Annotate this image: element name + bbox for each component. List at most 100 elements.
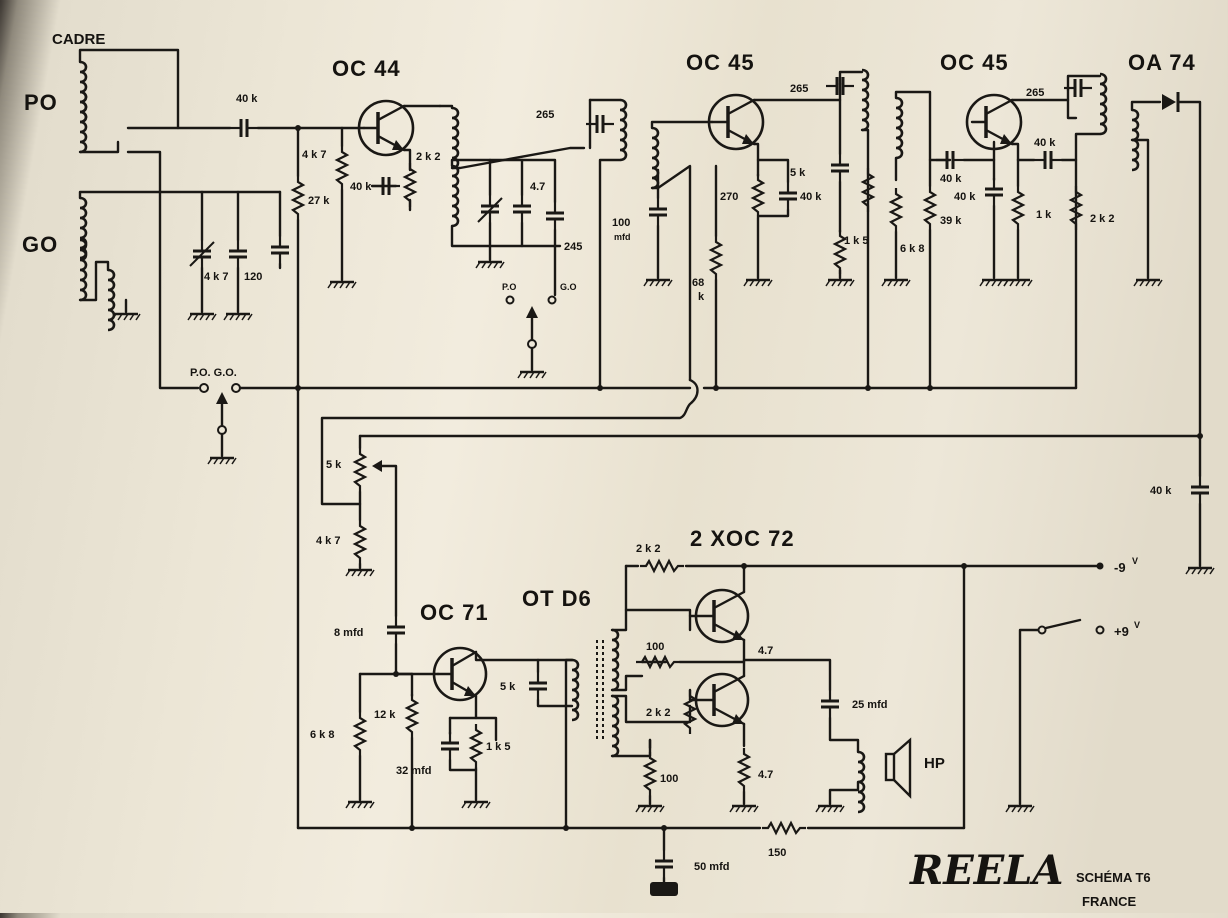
label-cadre: CADRE: [52, 31, 105, 48]
value-r-2k2-c: 2 k 2: [636, 543, 660, 555]
label-wave-switch: P.O. G.O.: [190, 367, 237, 379]
value-r-68k-unit: k: [698, 291, 705, 303]
value-c-4k7-var: 4 k 7: [204, 271, 228, 283]
bottom-bus: [296, 564, 966, 896]
driver-transformer: [527, 608, 692, 830]
value-r-2k2-d: 2 k 2: [646, 707, 670, 719]
detector-coil: [1130, 100, 1164, 288]
value-r-2k2-b: 2 k 2: [1090, 213, 1114, 225]
volume-potentiometer: [344, 433, 1203, 618]
if-transformer-3: [1062, 72, 1108, 390]
value-r-4-7-a: 4.7: [758, 645, 773, 657]
value-c-245: 245: [564, 241, 582, 253]
oscillator-coil: [438, 104, 586, 248]
value-c-8mfd: 8 mfd: [334, 627, 363, 639]
value-c-40k-e: 40 k: [954, 191, 976, 203]
loudspeaker-hp: [814, 688, 912, 814]
value-r-27k: 27 k: [308, 195, 330, 207]
value-r-100-a: 100: [646, 641, 664, 653]
ferrite-antenna-go: [78, 190, 282, 332]
value-r-12k: 12 k: [374, 709, 396, 721]
osc-cap-4-7: [511, 158, 533, 248]
label-supply-neg: -9 V: [1114, 556, 1138, 575]
if2-secondary: [880, 90, 996, 390]
transistor-oc45-2: [965, 88, 1078, 288]
tuning-capacitor-var: [186, 190, 218, 322]
transistor-oc71: [432, 646, 574, 810]
value-r-4k7-b: 4 k 7: [316, 535, 340, 547]
label-go: GO: [22, 232, 58, 257]
label-po: PO: [24, 90, 58, 115]
label-oc71: OC 71: [420, 600, 489, 625]
detector-filter-cap: [1184, 434, 1216, 576]
value-c-25mfd: 25 mfd: [852, 699, 887, 711]
value-pot-5k: 5 k: [326, 459, 342, 471]
supply-pos-value: +9: [1114, 624, 1129, 639]
value-c-100mfd: 100: [612, 217, 630, 229]
power-switch: [1004, 562, 1105, 814]
value-c-32mfd: 32 mfd: [396, 765, 431, 777]
if-transformer-2: [824, 68, 875, 390]
value-r-4-7-b: 4.7: [758, 769, 773, 781]
value-r-6k8-b: 6 k 8: [310, 729, 334, 741]
value-r-40k-a: 40 k: [350, 181, 372, 193]
value-c-50mfd: 50 mfd: [694, 861, 729, 873]
value-r-1k5-a: 1 k 5: [844, 235, 868, 247]
supply-neg-unit: V: [1132, 556, 1138, 566]
value-r-4k7-a: 4 k 7: [302, 149, 326, 161]
value-c-5k: 5 k: [500, 681, 516, 693]
output-transistors: [624, 559, 1102, 814]
value-r-100-b: 100: [660, 773, 678, 785]
osc-var-capacitor: [474, 158, 506, 270]
value-c-40k-d: 40 k: [940, 173, 962, 185]
value-c-in: 40 k: [236, 93, 258, 105]
value-c-40k-c: 40 k: [1034, 137, 1056, 149]
padder-capacitor: [269, 190, 291, 270]
label-supply-pos: +9 V: [1114, 620, 1140, 639]
value-r-39k: 39 k: [940, 215, 962, 227]
label-po-small: P.O: [502, 282, 516, 292]
value-r-2k2-a: 2 k 2: [416, 151, 440, 163]
label-go-small: G.O: [560, 282, 577, 292]
value-c-40k-f: 40 k: [1150, 485, 1172, 497]
value-c-4-7: 4.7: [530, 181, 545, 193]
supply-bus-top: [296, 378, 1078, 506]
value-r-1k5-b: 1 k 5: [486, 741, 510, 753]
label-france: FRANCE: [1082, 894, 1136, 909]
transistor-oc45-1: [707, 82, 842, 288]
wave-switch-middle: [505, 295, 557, 380]
value-r-270: 270: [720, 191, 738, 203]
label-otd6: OT D6: [522, 586, 592, 611]
value-r-68k: 68: [692, 277, 704, 289]
value-c-40k-b: 40 k: [800, 191, 822, 203]
oc44-emitter-cap: [370, 175, 402, 197]
label-oc45-1: OC 45: [686, 50, 755, 75]
ferrite-antenna-po: [78, 48, 180, 154]
driver-stage: [344, 614, 440, 830]
label-schema: SCHÉMA T6: [1076, 870, 1151, 885]
value-mfd-unit: mfd: [614, 232, 631, 242]
label-oc45-2: OC 45: [940, 50, 1009, 75]
value-c-120: 120: [244, 271, 262, 283]
value-r-6k8-a: 6 k 8: [900, 243, 924, 255]
label-oc44: OC 44: [332, 56, 401, 81]
label-hp: HP: [924, 755, 945, 772]
trim-capacitor: [222, 190, 254, 322]
value-c-265-a: 265: [536, 109, 554, 121]
value-r-5k: 5 k: [790, 167, 806, 179]
value-r-1k: 1 k: [1036, 209, 1052, 221]
value-r-150: 150: [768, 847, 786, 859]
if-transformer-1: [584, 98, 628, 391]
value-c-265-b: 265: [790, 83, 808, 95]
transistor-oc44: [357, 99, 442, 212]
brand-reela: REELA: [909, 847, 1063, 894]
osc-cap-245: [544, 200, 566, 297]
supply-neg-value: -9: [1114, 560, 1126, 575]
wave-switch-left: [126, 150, 300, 466]
diode-oa74: [1162, 92, 1202, 438]
label-2xoc72: 2 XOC 72: [690, 526, 795, 551]
if1-secondary: [642, 120, 723, 390]
label-oa74: OA 74: [1128, 50, 1196, 75]
